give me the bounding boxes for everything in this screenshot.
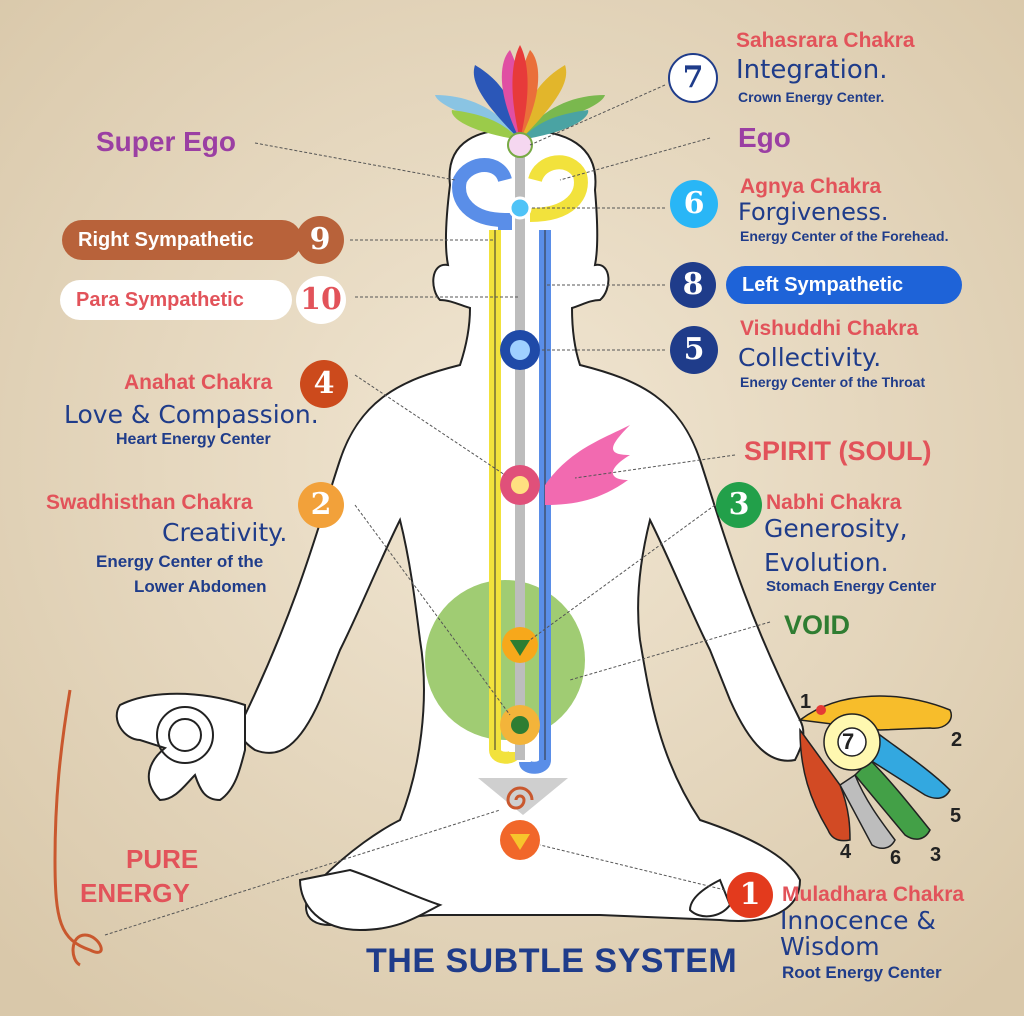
channel-9-number: 9 [296, 216, 344, 264]
hand-number-4: 4 [840, 841, 852, 863]
ego-loop [528, 155, 588, 222]
chakra-1-number: 1 [727, 872, 773, 918]
pure-energy-label-line2: ENERGY [80, 878, 190, 908]
hand-number-7: 7 [842, 729, 855, 754]
chakra-6-number: 6 [670, 180, 718, 228]
left-channel [519, 230, 551, 774]
chakra-5-center: Energy Center of the Throat [740, 374, 926, 390]
chakra-1-center: Root Energy Center [782, 963, 942, 982]
chakra-7-quality: Integration. [736, 55, 888, 85]
pure-energy-spiral-icon [53, 689, 103, 967]
chakra-3-quality-2: Evolution. [764, 548, 889, 577]
page-title: THE SUBTLE SYSTEM [366, 942, 738, 980]
chakra-5-name: Vishuddhi Chakra [740, 317, 919, 340]
chakra-2-name: Swadhisthan Chakra [46, 491, 253, 514]
hand-number-6: 6 [890, 847, 902, 869]
chakra-2-center-line2: Lower Abdomen [134, 577, 267, 596]
chakra-3-number: 3 [716, 482, 762, 528]
hand-chakra-map [798, 695, 952, 850]
palm-spiral-icon [156, 706, 214, 764]
super-ego-label: Super Ego [96, 126, 237, 157]
chakra-7-name: Sahasrara Chakra [736, 29, 915, 52]
hand-number-1: 1 [800, 691, 812, 713]
chakra-1-name: Muladhara Chakra [782, 883, 965, 906]
super-ego-loop [452, 158, 512, 230]
chakra-3-name: Nabhi Chakra [766, 491, 902, 514]
chakra-6-quality: Forgiveness. [738, 198, 889, 226]
chakra-2-center-line1: Energy Center of the [96, 552, 264, 571]
hand-number-5: 5 [950, 805, 962, 827]
chakra-1-quality-2: Wisdom [780, 932, 880, 961]
void-label: VOID [784, 610, 851, 640]
sahasrara-lotus-icon [435, 45, 605, 158]
chakra-7-center: Crown Energy Center. [738, 89, 885, 105]
agnya-chakra-icon [508, 196, 532, 220]
kundalini-spiral-icon [506, 786, 534, 810]
right-channel [489, 230, 521, 764]
pure-energy-label-line1: PURE [126, 844, 199, 874]
chakra-1-quality-1: Innocence & [780, 906, 936, 935]
chakra-2-number: 2 [298, 482, 344, 528]
chakra-4-center: Heart Energy Center [116, 431, 271, 448]
leader-lines [104, 84, 771, 936]
chakra-4-quality: Love & Compassion. [64, 400, 319, 429]
chakra-4-number: 4 [300, 360, 348, 408]
chakra-5-quality: Collectivity. [738, 343, 882, 372]
hand-number-3: 3 [930, 844, 942, 866]
chakra-7-number: 7 [668, 53, 718, 103]
chakra-5-number: 5 [670, 326, 718, 374]
chakra-3-quality-1: Generosity, [764, 514, 908, 543]
chakra-6-center: Energy Center of the Forehead. [740, 228, 949, 244]
right-sympathetic-pill: Right Sympathetic [62, 220, 302, 260]
chakra-3-center: Stomach Energy Center [766, 578, 937, 595]
channel-10-number: 10 [296, 276, 346, 324]
chakra-2-quality: Creativity. [162, 518, 288, 547]
spirit-label: SPIRIT (SOUL) [744, 436, 932, 466]
para-sympathetic-pill: Para Sympathetic [60, 280, 292, 320]
ego-label: Ego [738, 122, 791, 153]
channel-8-number: 8 [670, 262, 716, 308]
chakra-6-name: Agnya Chakra [740, 175, 882, 198]
left-sympathetic-pill: Left Sympathetic [726, 266, 962, 304]
spirit-flame-icon [545, 425, 630, 505]
hand-number-2: 2 [951, 729, 963, 751]
chakra-4-name: Anahat Chakra [124, 371, 273, 394]
